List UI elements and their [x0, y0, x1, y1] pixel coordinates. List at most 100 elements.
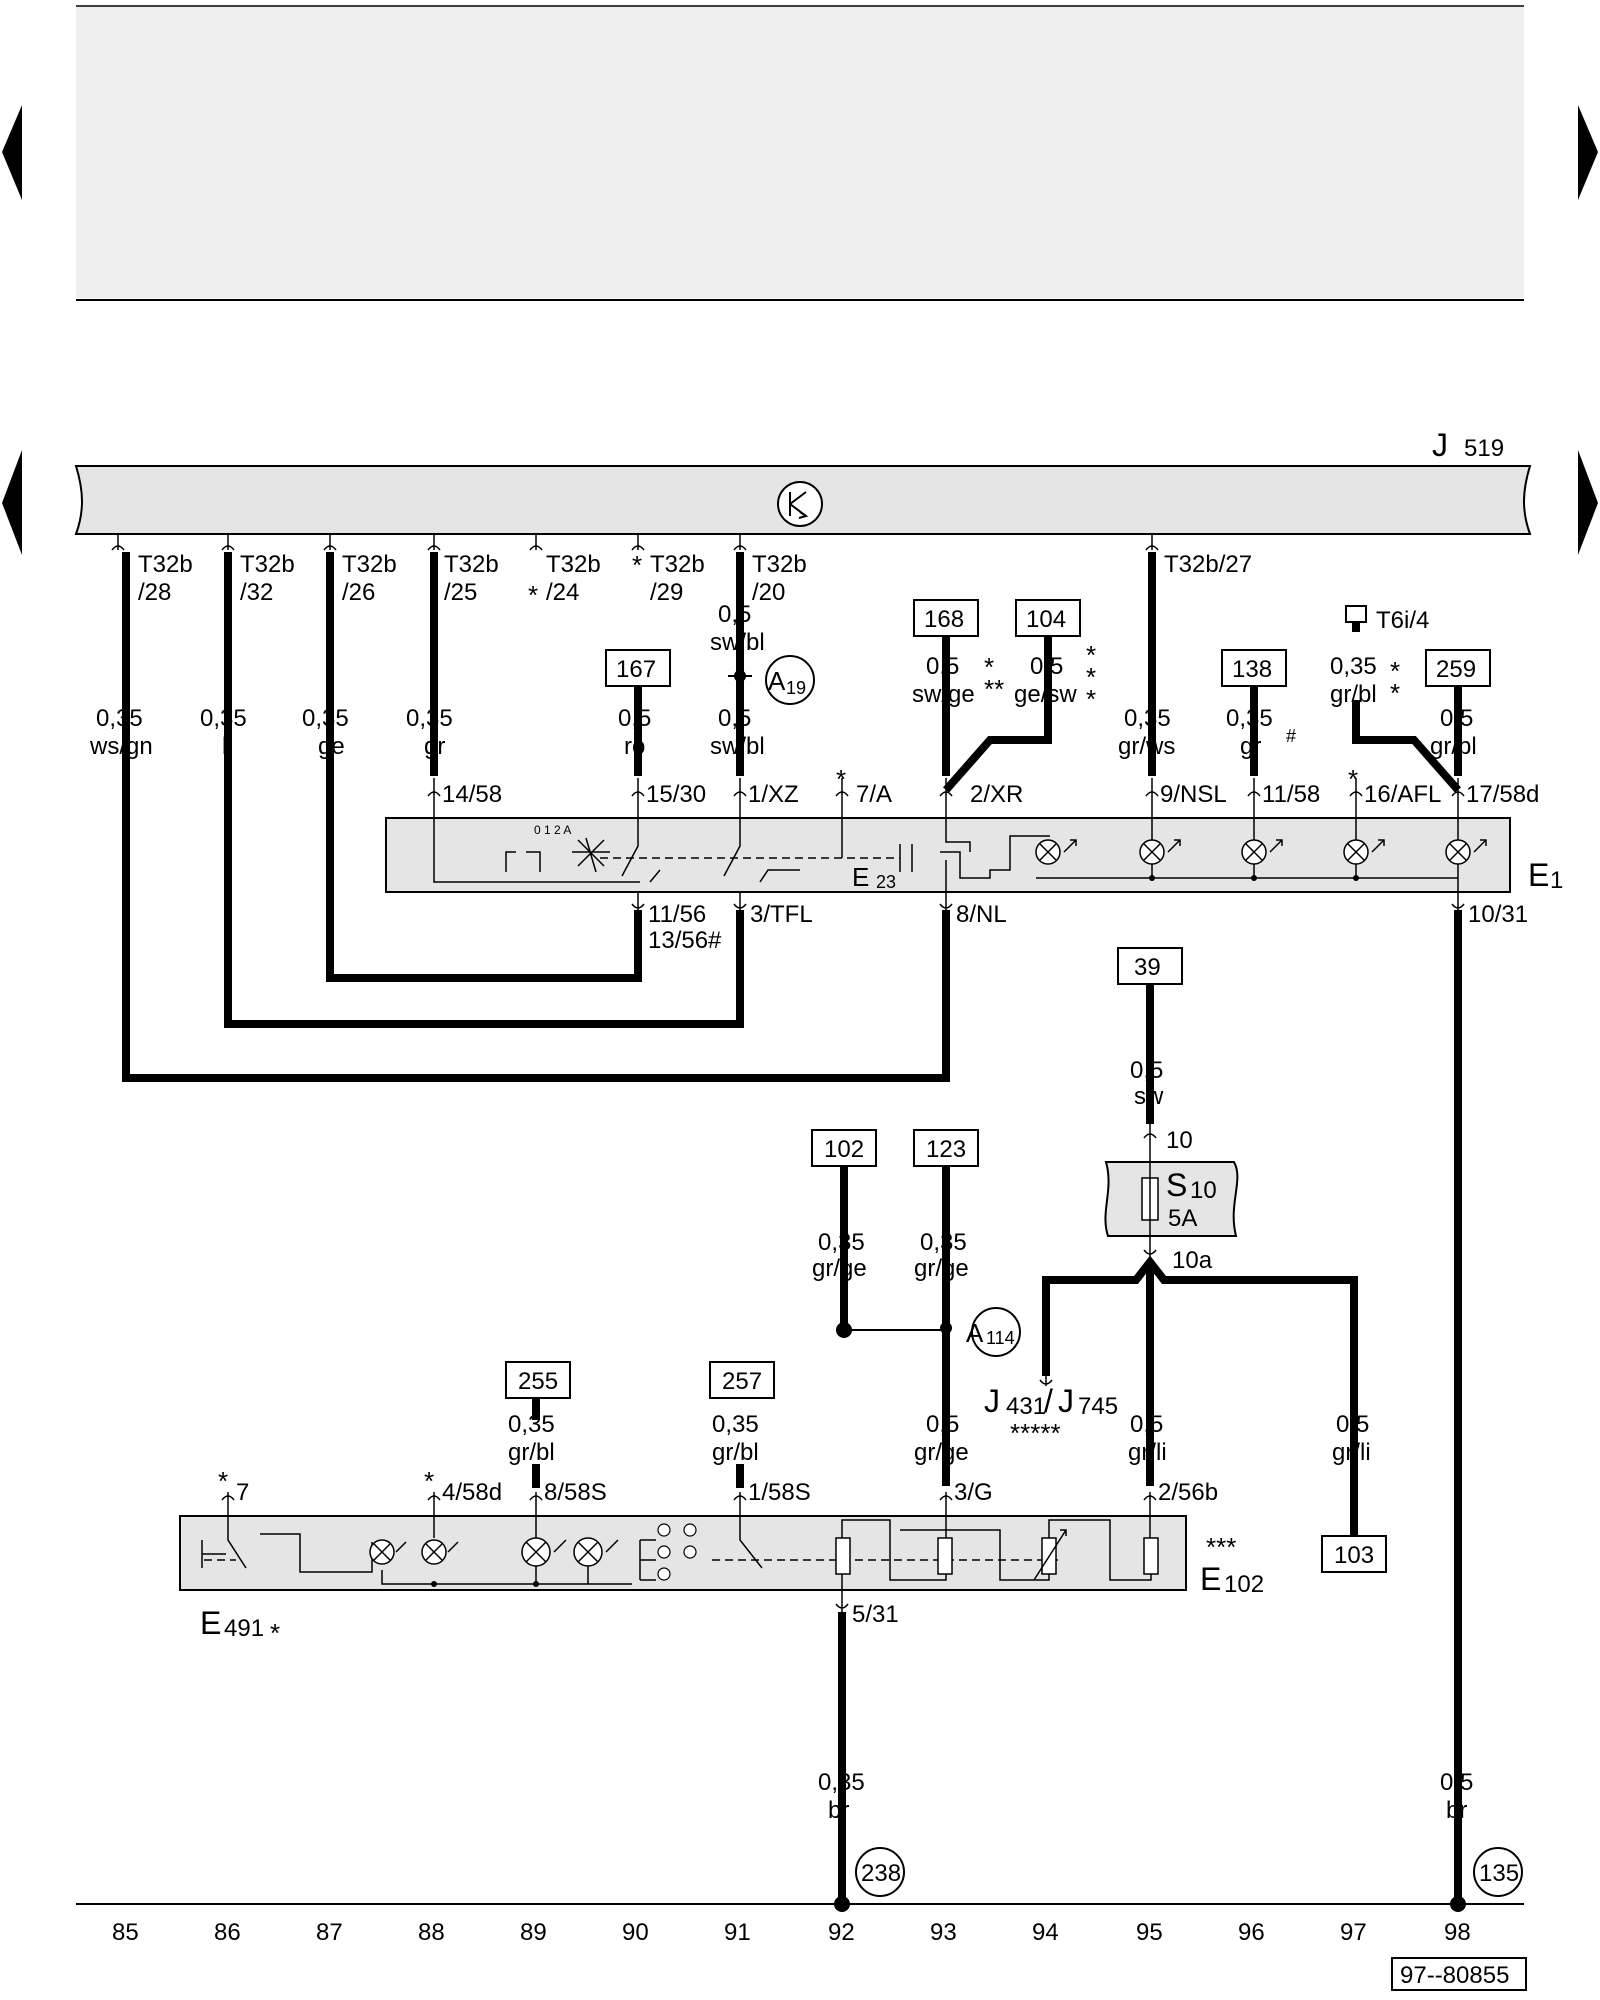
- svg-text:2/XR: 2/XR: [970, 781, 1023, 808]
- svg-text:93: 93: [930, 1919, 957, 1946]
- prev-page-arrow-icon[interactable]: [2, 105, 22, 200]
- svg-text:/20: /20: [752, 579, 785, 606]
- next-page-arrow-icon-2[interactable]: [1578, 450, 1598, 555]
- svg-text:3/G: 3/G: [954, 1479, 993, 1506]
- svg-text:0,35: 0,35: [1124, 705, 1171, 732]
- svg-text:/29: /29: [650, 579, 683, 606]
- svg-text:2/56b: 2/56b: [1158, 1479, 1218, 1506]
- svg-text:0 1 2 A: 0 1 2 A: [534, 823, 571, 837]
- svg-text:gr/bl: gr/bl: [508, 1439, 555, 1466]
- svg-text:T32b: T32b: [546, 551, 601, 578]
- svg-text:S: S: [1166, 1167, 1187, 1203]
- svg-text:T32b: T32b: [752, 551, 807, 578]
- svg-text:259: 259: [1436, 656, 1476, 683]
- svg-text:gr: gr: [424, 733, 445, 760]
- connector-t6i-icon: [1345, 605, 1367, 632]
- svg-text:255: 255: [518, 1368, 558, 1395]
- svg-text:/25: /25: [444, 579, 477, 606]
- svg-text:102: 102: [1224, 1571, 1264, 1598]
- svg-text:138: 138: [1232, 656, 1272, 683]
- svg-text:87: 87: [316, 1919, 343, 1946]
- next-page-arrow-icon[interactable]: [1578, 105, 1598, 200]
- svg-text:0,35: 0,35: [712, 1411, 759, 1438]
- svg-text:1/58S: 1/58S: [748, 1479, 811, 1506]
- svg-text:T32b: T32b: [138, 551, 193, 578]
- svg-text:/: /: [1044, 1383, 1053, 1419]
- svg-text:15/30: 15/30: [646, 781, 706, 808]
- svg-text:95: 95: [1136, 1919, 1163, 1946]
- j519-connector-labels: T32b/28 T32b/32 T32b/26 T32b/25 T32b/24 …: [138, 550, 1252, 610]
- svg-text:*****: *****: [1010, 1418, 1061, 1448]
- svg-text:85: 85: [112, 1919, 139, 1946]
- svg-text:/26: /26: [342, 579, 375, 606]
- svg-text:3/TFL: 3/TFL: [750, 901, 813, 928]
- splice-a19: A 19: [728, 655, 815, 705]
- svg-text:T32b: T32b: [444, 551, 499, 578]
- svg-text:*: *: [1086, 684, 1096, 714]
- svg-text:9/NSL: 9/NSL: [1160, 781, 1227, 808]
- connector-hooks: [111, 534, 1159, 551]
- svg-text:0,5: 0,5: [1130, 1057, 1163, 1084]
- control-unit-j519: J 519: [74, 427, 1532, 535]
- svg-text:T32b: T32b: [240, 551, 295, 578]
- svg-text:T32b: T32b: [650, 551, 705, 578]
- svg-text:23: 23: [876, 872, 896, 892]
- svg-text:4/58d: 4/58d: [442, 1479, 502, 1506]
- svg-text:E: E: [200, 1605, 221, 1641]
- svg-text:gr/ws: gr/ws: [1118, 733, 1175, 760]
- svg-text:89: 89: [520, 1919, 547, 1946]
- svg-text:E: E: [852, 862, 869, 892]
- svg-text:0,35: 0,35: [818, 1769, 865, 1796]
- svg-text:0,5: 0,5: [1440, 1769, 1473, 1796]
- svg-text:16/AFL: 16/AFL: [1364, 781, 1441, 808]
- svg-text:sw: sw: [1134, 1083, 1164, 1110]
- svg-text:5/31: 5/31: [852, 1601, 899, 1628]
- svg-text:T32b/27: T32b/27: [1164, 551, 1252, 578]
- svg-text:135: 135: [1479, 1860, 1519, 1887]
- svg-text:ge: ge: [318, 733, 345, 760]
- svg-text:104: 104: [1026, 606, 1066, 633]
- fuse-s10: 39 0,5sw 10 S 10 5A 10a: [1104, 947, 1239, 1274]
- svg-text:gr/ge: gr/ge: [914, 1255, 969, 1282]
- svg-text:7: 7: [236, 1479, 249, 1506]
- svg-text:E: E: [1528, 857, 1549, 893]
- svg-text:10/31: 10/31: [1468, 901, 1528, 928]
- svg-text:#: #: [1286, 726, 1296, 746]
- svg-text:1: 1: [1550, 867, 1563, 894]
- svg-text:/32: /32: [240, 579, 273, 606]
- svg-text:13/56#: 13/56#: [648, 927, 722, 954]
- svg-text:sw/bl: sw/bl: [710, 629, 765, 656]
- svg-text:T6i/4: T6i/4: [1376, 607, 1429, 634]
- svg-text:92: 92: [828, 1919, 855, 1946]
- svg-text:*: *: [270, 1618, 280, 1648]
- svg-text:br: br: [1446, 1797, 1467, 1824]
- svg-text:**: **: [984, 674, 1004, 704]
- svg-text:19: 19: [786, 678, 806, 698]
- svg-text:A: A: [768, 666, 786, 696]
- lower-feeds: J 431 / J 745 ***** 0,5gr/li 0,5gr/li 10…: [984, 1255, 1387, 1573]
- prev-page-arrow-icon-2[interactable]: [2, 450, 22, 555]
- svg-text:gr/ge: gr/ge: [914, 1439, 969, 1466]
- svg-text:0,35: 0,35: [406, 705, 453, 732]
- svg-text:*: *: [984, 652, 994, 682]
- svg-text:167: 167: [616, 656, 656, 683]
- svg-text:39: 39: [1134, 954, 1161, 981]
- svg-text:97--80855: 97--80855: [1400, 1962, 1509, 1989]
- svg-text:*: *: [1390, 656, 1400, 686]
- svg-text:491: 491: [224, 1615, 264, 1642]
- svg-text:0,5: 0,5: [1130, 1411, 1163, 1438]
- svg-text:/24: /24: [546, 579, 579, 606]
- svg-text:0,35: 0,35: [1330, 653, 1377, 680]
- svg-text:7/A: 7/A: [856, 781, 892, 808]
- svg-text:10: 10: [1190, 1177, 1217, 1204]
- svg-text:*: *: [528, 580, 538, 610]
- svg-text:0,35: 0,35: [302, 705, 349, 732]
- svg-text:745: 745: [1078, 1393, 1118, 1420]
- upper-wiring: [122, 552, 1462, 1904]
- svg-text:*: *: [632, 550, 642, 580]
- svg-text:gr/ge: gr/ge: [812, 1255, 867, 1282]
- svg-text:97: 97: [1340, 1919, 1367, 1946]
- svg-text:8/NL: 8/NL: [956, 901, 1007, 928]
